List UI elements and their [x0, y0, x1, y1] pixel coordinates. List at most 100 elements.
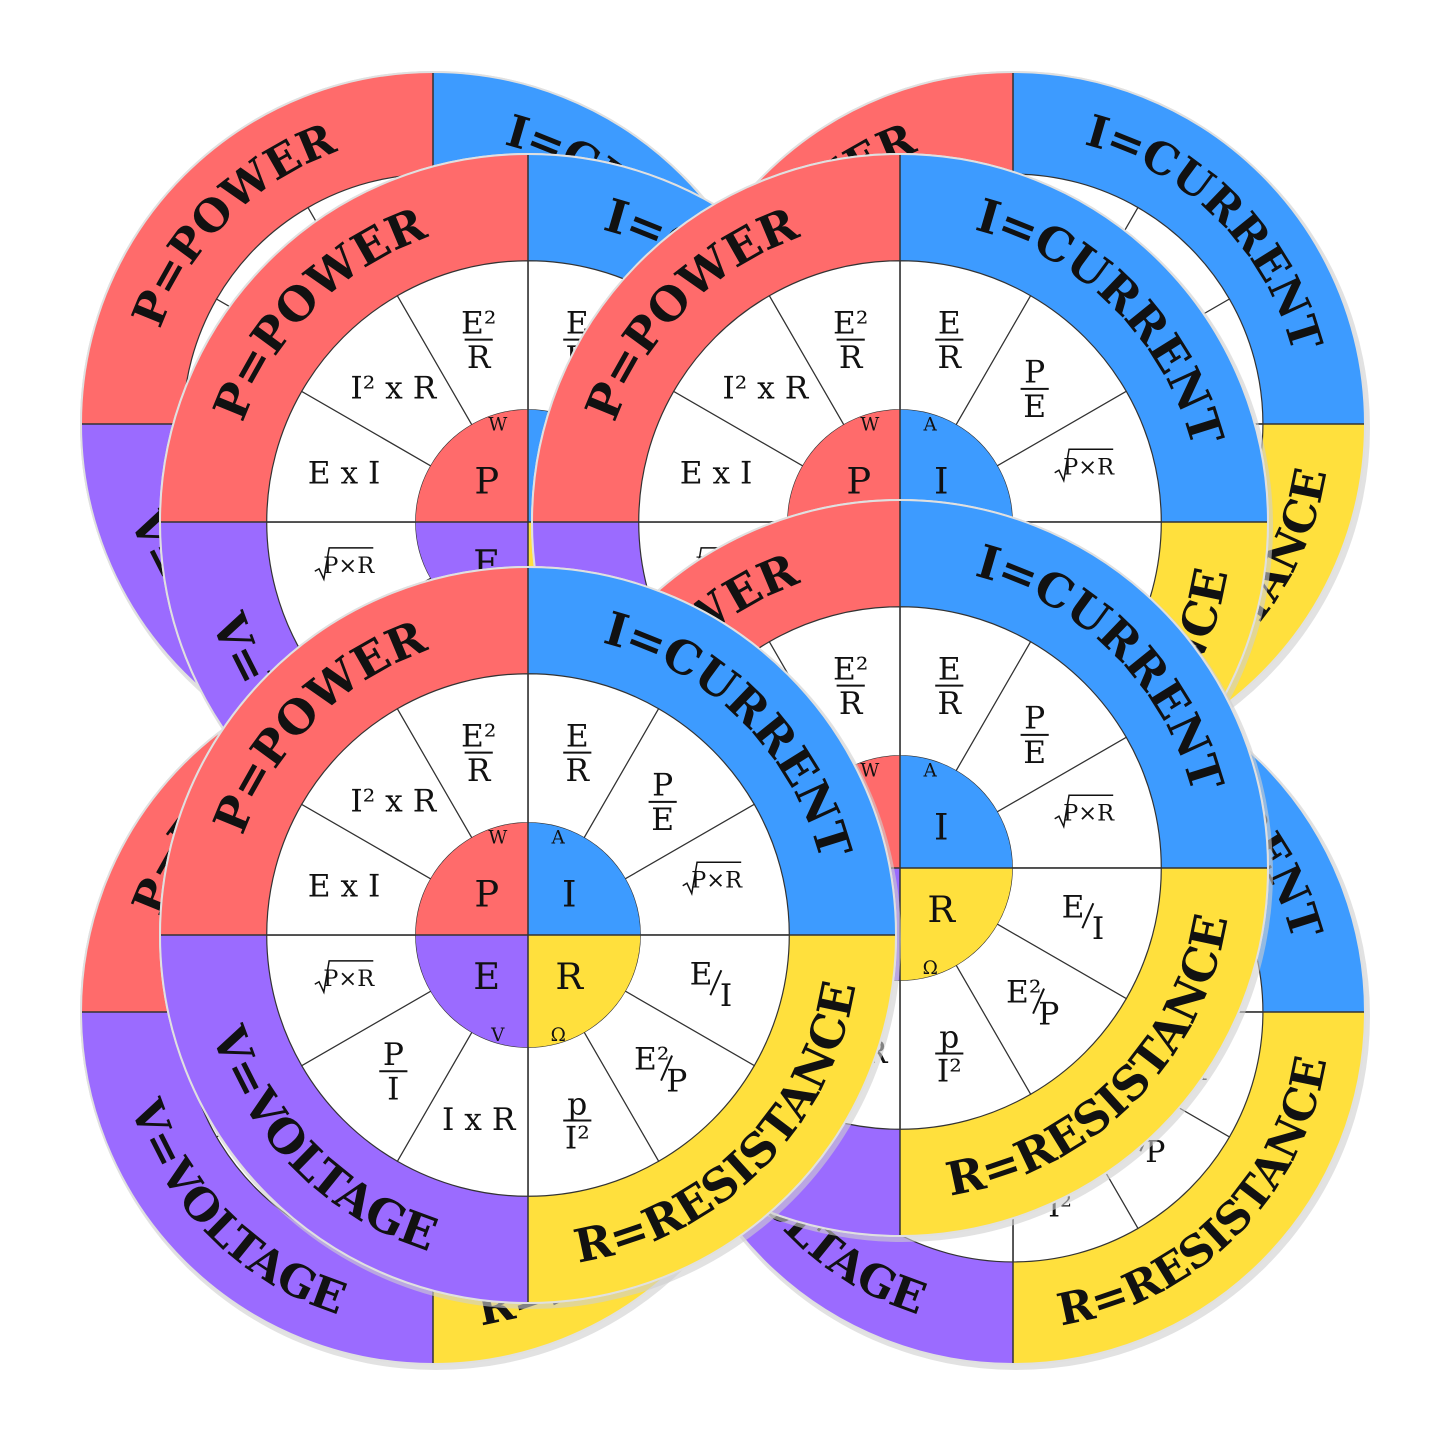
- power-center: [787, 409, 900, 522]
- voltage-unit: V: [490, 1025, 505, 1046]
- resistance-unit: Ω: [923, 958, 938, 979]
- power-band: [81, 72, 433, 424]
- current-symbol: I: [934, 806, 949, 849]
- current-formula: ER: [935, 651, 964, 722]
- power-band: [160, 567, 528, 935]
- power-formula: E x I: [308, 456, 381, 492]
- power-formula: E²R: [461, 305, 496, 375]
- voltage-band: [160, 935, 528, 1303]
- resistance-symbol: R: [927, 888, 956, 931]
- resistance-formula: EI: [690, 956, 733, 1014]
- svg-text:E: E: [690, 956, 713, 992]
- svg-text:E x I: E x I: [680, 456, 753, 492]
- svg-text:R: R: [467, 753, 492, 789]
- power-unit: W: [488, 415, 507, 436]
- svg-text:E²: E²: [833, 651, 868, 687]
- svg-text:E: E: [1062, 889, 1085, 925]
- current-formula: ER: [935, 305, 964, 376]
- current-band: [900, 154, 1268, 522]
- svg-text:R: R: [467, 340, 492, 376]
- current-unit: A: [923, 415, 938, 436]
- svg-text:P×R: P×R: [1063, 454, 1115, 480]
- resistance-formula: EI: [1062, 889, 1105, 947]
- resistance-band: [528, 935, 896, 1303]
- svg-text:E: E: [566, 305, 589, 341]
- svg-text:E: E: [1023, 389, 1046, 425]
- svg-text:I² x R: I² x R: [722, 370, 809, 406]
- svg-text:P×R: P×R: [323, 966, 375, 992]
- current-formula: P×R: [1054, 448, 1115, 484]
- resistance-band: [900, 868, 1268, 1236]
- svg-text:R: R: [839, 340, 864, 376]
- power-formula: E x I: [308, 869, 381, 905]
- svg-text:E²: E²: [461, 305, 496, 341]
- svg-text:E x I: E x I: [308, 869, 381, 905]
- svg-text:P×R: P×R: [323, 553, 375, 579]
- current-unit: A: [551, 828, 566, 849]
- power-center: [415, 822, 528, 935]
- current-band: [528, 567, 896, 935]
- power-unit: W: [860, 415, 879, 436]
- current-center: [900, 409, 1013, 522]
- power-formula: I² x R: [350, 370, 437, 406]
- current-band: [900, 500, 1268, 868]
- power-unit: W: [860, 761, 879, 782]
- svg-text:P: P: [383, 1037, 404, 1073]
- svg-text:P: P: [1038, 997, 1059, 1033]
- power-formula: I² x R: [350, 783, 437, 819]
- power-unit: W: [488, 828, 507, 849]
- power-symbol: P: [846, 460, 871, 503]
- svg-text:E²: E²: [833, 305, 868, 341]
- svg-text:R: R: [938, 686, 963, 722]
- current-band: [1013, 72, 1365, 424]
- current-formula: P×R: [682, 861, 743, 897]
- svg-text:E: E: [566, 718, 589, 754]
- resistance-symbol: R: [555, 955, 584, 998]
- current-unit: A: [923, 761, 938, 782]
- resistance-formula: E²P: [634, 1042, 687, 1100]
- voltage-formula: I x R: [442, 1102, 517, 1138]
- svg-text:p: p: [567, 1086, 587, 1122]
- power-symbol: P: [474, 460, 499, 503]
- voltage-formula: P×R: [314, 547, 375, 582]
- svg-text:E: E: [938, 305, 961, 341]
- power-symbol: P: [474, 873, 499, 916]
- power-center: [415, 409, 528, 522]
- power-formula: E²R: [461, 718, 496, 788]
- current-center: [528, 822, 641, 935]
- svg-text:p: p: [939, 1019, 959, 1055]
- resistance-center: [900, 868, 1013, 981]
- svg-text:R: R: [839, 686, 864, 722]
- current-symbol: I: [934, 460, 949, 503]
- svg-text:P: P: [652, 768, 673, 804]
- current-formula: PE: [648, 768, 677, 838]
- svg-text:R: R: [566, 753, 591, 789]
- power-formula: E x I: [680, 456, 753, 492]
- svg-text:I² x R: I² x R: [350, 370, 437, 406]
- svg-text:I x R: I x R: [442, 1102, 517, 1138]
- svg-text:E²: E²: [1006, 975, 1041, 1011]
- svg-text:I: I: [720, 978, 732, 1014]
- current-center: [900, 755, 1013, 868]
- svg-text:E x I: E x I: [308, 456, 381, 492]
- svg-text:I²: I²: [937, 1054, 962, 1090]
- svg-text:P: P: [1024, 701, 1045, 737]
- resistance-unit: Ω: [551, 1025, 566, 1046]
- svg-text:E²: E²: [634, 1042, 669, 1078]
- voltage-band: [81, 1012, 433, 1364]
- svg-text:E²: E²: [461, 718, 496, 754]
- resistance-band: [1013, 1012, 1365, 1364]
- svg-text:R: R: [938, 340, 963, 376]
- svg-text:I² x R: I² x R: [350, 783, 437, 819]
- power-formula: E²R: [833, 651, 868, 721]
- voltage-formula: P×R: [314, 960, 375, 995]
- svg-text:E: E: [1023, 735, 1046, 771]
- resistance-formula: pI²: [935, 1019, 964, 1090]
- svg-text:P×R: P×R: [1063, 800, 1115, 826]
- power-band: [532, 154, 900, 522]
- svg-text:P: P: [666, 1064, 687, 1100]
- voltage-symbol: E: [473, 955, 500, 998]
- current-formula: PE: [1020, 355, 1049, 425]
